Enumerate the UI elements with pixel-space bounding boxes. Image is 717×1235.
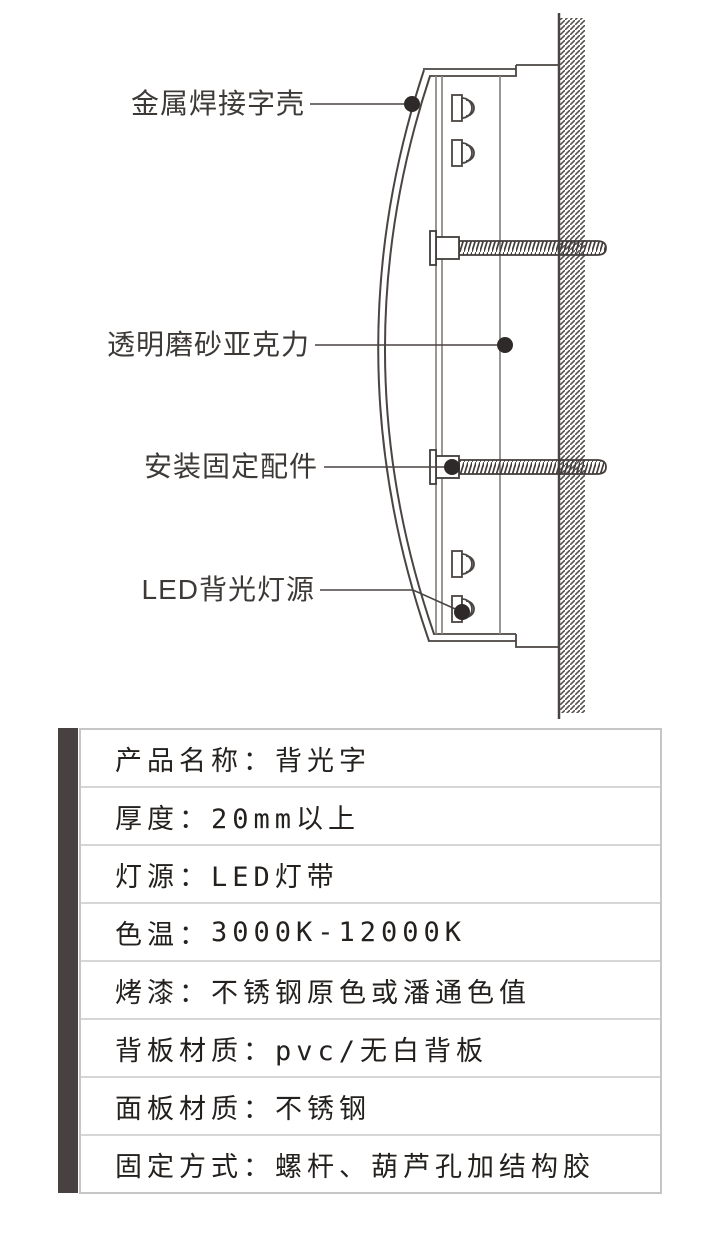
led-module — [451, 550, 475, 578]
spec-label: 灯源 — [115, 861, 179, 893]
spec-label: 烤漆 — [115, 977, 179, 1009]
spec-row-paint: 烤漆：不锈钢原色或潘通色值 — [81, 962, 660, 1020]
spec-colon: ： — [179, 803, 211, 835]
spec-row-face-panel-material: 面板材质：不锈钢 — [81, 1078, 660, 1136]
leader-line-led-source — [320, 589, 463, 613]
spec-label: 产品名称 — [115, 745, 243, 777]
spec-table-section: 产品名称：背光字 厚度：20mm以上 灯源：LED灯带 色温：3000K-120… — [58, 728, 662, 1194]
spec-value: 不锈钢原色或潘通色值 — [211, 977, 531, 1009]
table-accent-bar — [58, 728, 78, 1193]
spec-value: 螺杆、葫芦孔加结构胶 — [275, 1151, 595, 1183]
led-module — [451, 94, 475, 122]
sign-top-edge — [423, 64, 559, 77]
label-led-source: LED背光灯源 — [141, 574, 315, 605]
spec-colon: ： — [179, 977, 211, 1009]
diagram-drawing — [310, 13, 607, 719]
leader-dot-acrylic — [497, 337, 513, 353]
spec-colon: ： — [243, 1035, 275, 1067]
sign-bottom-edge — [428, 633, 559, 648]
spec-value: 3000K-12000K — [211, 916, 467, 948]
spec-label: 面板材质 — [115, 1093, 243, 1125]
label-fixing-part: 安装固定配件 — [143, 451, 318, 482]
spec-label: 厚度 — [115, 803, 179, 835]
wall-hatch — [560, 18, 585, 713]
label-acrylic: 透明磨砂亚克力 — [106, 329, 310, 360]
spec-row-thickness: 厚度：20mm以上 — [81, 788, 660, 846]
label-metal-shell: 金属焊接字壳 — [130, 88, 305, 119]
spec-colon: ： — [243, 1093, 275, 1125]
spec-value: LED灯带 — [211, 861, 339, 893]
spec-row-product-name: 产品名称：背光字 — [81, 730, 660, 788]
metal-shell-face-curve — [377, 69, 435, 642]
spec-colon: ： — [243, 745, 275, 777]
spec-table: 产品名称：背光字 厚度：20mm以上 灯源：LED灯带 色温：3000K-120… — [79, 728, 662, 1194]
spec-label: 固定方式 — [115, 1151, 243, 1183]
spec-value: pvc/无白背板 — [275, 1035, 489, 1067]
spec-value: 背光字 — [275, 745, 371, 777]
spec-value: 不锈钢 — [275, 1093, 371, 1125]
spec-label: 色温 — [115, 919, 179, 951]
inner-panel-lines — [435, 76, 443, 634]
cross-section-diagram: 金属焊接字壳 透明磨砂亚克力 安装固定配件 LED背光灯源 — [106, 13, 607, 719]
spec-colon: ： — [179, 919, 211, 951]
spec-colon: ： — [179, 861, 211, 893]
spec-row-color-temperature: 色温：3000K-12000K — [81, 904, 660, 962]
spec-row-light-source: 灯源：LED灯带 — [81, 846, 660, 904]
leader-dot-led-source — [454, 604, 470, 620]
spec-colon: ： — [243, 1151, 275, 1183]
leader-dot-metal-shell — [404, 96, 420, 112]
led-module — [451, 139, 475, 167]
spec-value: 20mm以上 — [211, 803, 361, 835]
spec-row-mounting-method: 固定方式：螺杆、葫芦孔加结构胶 — [81, 1136, 660, 1192]
leader-dot-fixing-part — [444, 459, 460, 475]
spec-label: 背板材质 — [115, 1035, 243, 1067]
mounting-screw — [429, 230, 607, 266]
spec-row-back-panel-material: 背板材质：pvc/无白背板 — [81, 1020, 660, 1078]
